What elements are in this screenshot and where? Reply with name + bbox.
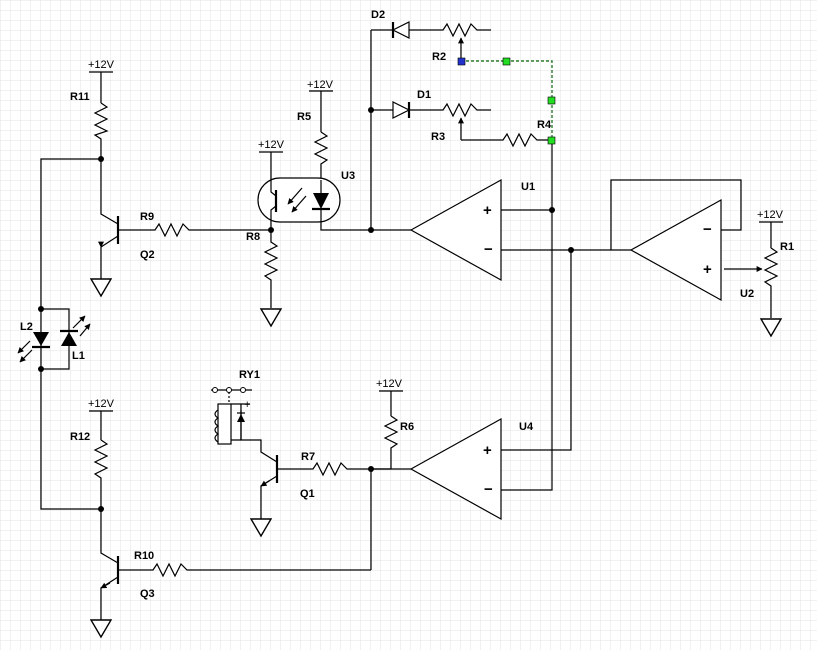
supply-label: +12V [376, 378, 403, 390]
ground-symbol [259, 308, 283, 328]
ground-symbol [89, 276, 113, 298]
supply-label: +12V [88, 398, 115, 410]
opamp-u2[interactable]: − + U2 [629, 198, 754, 302]
label-r5: R5 [297, 111, 311, 123]
label-r7: R7 [301, 451, 315, 463]
resistor-r12[interactable]: R12 [70, 431, 109, 509]
label-ry1: RY1 [239, 369, 260, 381]
label-d1: D1 [417, 89, 431, 101]
supply-label: +12V [757, 209, 784, 221]
supply-r11[interactable]: +12V [88, 59, 115, 103]
resistor-r8[interactable]: R8 [246, 230, 279, 308]
supply-r12[interactable]: +12V [88, 398, 115, 440]
resistor-r4[interactable]: R4 [461, 119, 552, 148]
label-q3: Q3 [140, 588, 155, 600]
label-r11: R11 [70, 91, 90, 103]
label-q2: Q2 [140, 249, 155, 261]
label-r1: R1 [780, 241, 794, 253]
label-u1: U1 [521, 181, 535, 193]
transistor-q2[interactable]: Q2 [98, 159, 155, 276]
label-l2: L2 [20, 321, 33, 333]
relay-ry1[interactable]: + RY1 [211, 369, 260, 445]
selected-wire[interactable] [457, 57, 556, 145]
diode-d1[interactable]: D1 [371, 89, 431, 119]
label-u4: U4 [519, 421, 534, 433]
label-r10: R10 [134, 550, 154, 562]
u2-minus: − [703, 221, 712, 238]
supply-label: +12V [88, 59, 115, 71]
ground-symbol [89, 616, 113, 639]
potentiometer-r1[interactable]: R1 [724, 241, 794, 318]
label-r12: R12 [70, 431, 90, 443]
label-u2: U2 [740, 288, 754, 300]
u1-plus: + [483, 202, 492, 219]
u4-plus: + [483, 442, 492, 459]
relay-plus: + [244, 399, 250, 411]
resistor-r7[interactable]: R7 [277, 451, 371, 477]
led-pair[interactable]: L2 L1 [17, 158, 101, 510]
opamp-u1[interactable]: + − U1 [409, 178, 535, 282]
resistor-r11[interactable]: R11 [70, 91, 109, 159]
resistor-r10[interactable]: R10 [118, 550, 371, 578]
wire-handle[interactable] [547, 96, 556, 105]
ground-symbol [249, 514, 273, 538]
diode-d2[interactable]: D2 [371, 9, 411, 39]
potentiometer-r2[interactable]: R2 [411, 22, 491, 63]
optocoupler-u3[interactable]: U3 [257, 170, 411, 231]
supply-label: +12V [307, 79, 334, 91]
ground-symbol [759, 318, 783, 338]
label-r6: R6 [400, 421, 414, 433]
label-q1: Q1 [300, 488, 315, 500]
label-r9: R9 [140, 211, 154, 223]
wiring[interactable] [38, 30, 742, 570]
potentiometer-r3[interactable]: R3 [411, 102, 491, 143]
supply-label: +12V [258, 139, 285, 151]
label-r8: R8 [246, 231, 260, 243]
supply-r5[interactable]: +12V [307, 79, 334, 132]
label-l1: L1 [72, 350, 85, 362]
u4-minus: − [484, 481, 493, 498]
resistor-r5[interactable]: R5 [297, 111, 329, 180]
u1-minus: − [484, 241, 493, 258]
u2-plus: + [703, 261, 712, 278]
transistor-q3[interactable]: Q3 [100, 509, 155, 616]
wire-handle[interactable] [502, 57, 511, 66]
supply-r1[interactable]: +12V [757, 209, 784, 248]
label-d2: D2 [371, 9, 385, 21]
wire-handle[interactable] [547, 136, 556, 145]
transistor-q1[interactable]: Q1 [240, 410, 315, 514]
wire-handle[interactable] [457, 57, 466, 66]
label-r4: R4 [537, 119, 552, 131]
supply-r6[interactable]: +12V [376, 378, 403, 416]
label-u3: U3 [341, 170, 355, 182]
resistor-r9[interactable]: R9 [128, 211, 271, 238]
resistor-r6[interactable]: R6 [383, 415, 414, 469]
label-r2: R2 [432, 51, 446, 63]
label-r3: R3 [431, 131, 445, 143]
opamp-u4[interactable]: + − U4 [409, 417, 534, 521]
